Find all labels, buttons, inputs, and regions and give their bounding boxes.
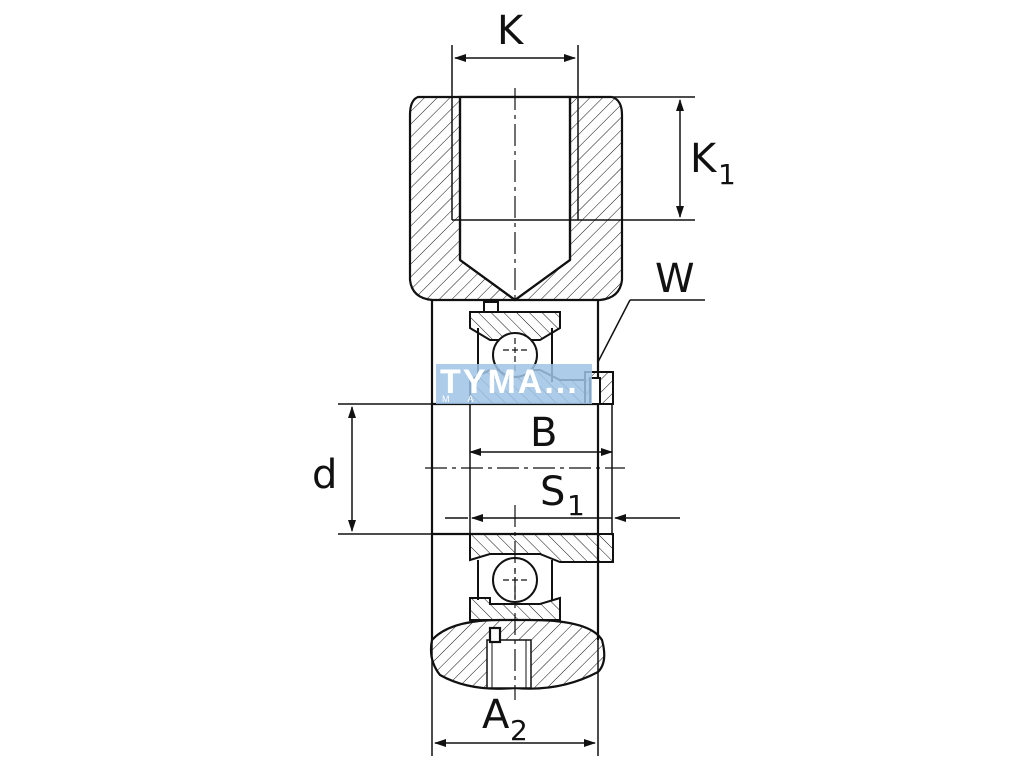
label-w: W	[655, 256, 695, 302]
label-d: d	[312, 452, 337, 498]
housing-base	[429, 618, 606, 690]
center-lines	[425, 88, 625, 700]
label-k: K	[497, 8, 525, 54]
watermark-subtext: MA	[442, 394, 492, 404]
label-k1: K	[690, 136, 718, 182]
label-a2-subscript: 2	[510, 714, 528, 747]
label-a2: A	[482, 692, 510, 738]
bearing-lower-race	[469, 533, 614, 621]
label-s1-subscript: 1	[567, 489, 585, 522]
dimension-lines	[338, 45, 705, 756]
label-s1: S	[540, 469, 565, 515]
label-k1-subscript: 1	[718, 158, 736, 191]
watermark-text: TYMA...	[440, 363, 579, 401]
label-b: B	[530, 410, 557, 456]
dimension-labels: K K 1 W B d S 1 A 2	[312, 8, 736, 747]
housing-top	[408, 95, 624, 302]
watermark: TYMA... MA	[436, 363, 592, 404]
